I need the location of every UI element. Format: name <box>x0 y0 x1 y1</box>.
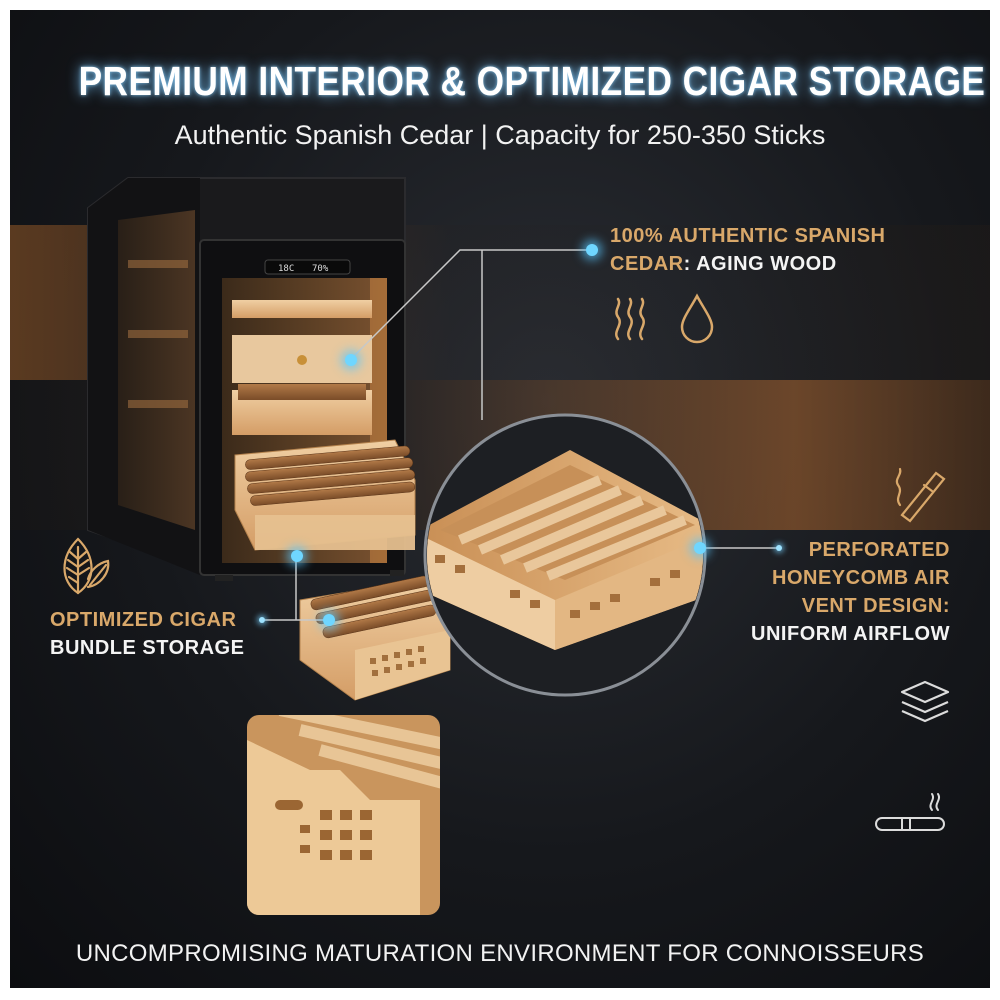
humidor-illustration: 18C 70% <box>87 177 780 915</box>
vent-hotspot <box>694 542 706 554</box>
temp-readout: 18C <box>278 264 294 274</box>
bundle-hotspot <box>323 614 335 626</box>
poster-frame: PREMIUM INTERIOR & OPTIMIZED CIGAR STORA… <box>10 10 990 988</box>
humidity-readout: 70% <box>312 264 329 274</box>
airflow-callout-line2: HONEYCOMB AIR <box>772 567 950 589</box>
airflow-callout-line3: VENT DESIGN: <box>801 595 950 617</box>
cigar-drawer <box>299 575 451 701</box>
leaf-icon <box>63 537 110 595</box>
steam-icon <box>615 297 645 341</box>
drawer-hotspot <box>291 550 303 562</box>
water-drop-icon <box>680 293 714 344</box>
airflow-callout-line4: UNIFORM AIRFLOW <box>751 623 950 645</box>
airflow-callout-line1: PERFORATED <box>808 539 950 561</box>
bundle-callout-line1: OPTIMIZED CIGAR <box>50 609 237 631</box>
bundle-callout-line2: BUNDLE STORAGE <box>50 637 245 659</box>
cedar-hotspot <box>345 354 357 366</box>
airflow-callout: PERFORATED HONEYCOMB AIR VENT DESIGN: UN… <box>751 536 950 648</box>
subheadline: Authentic Spanish Cedar | Capacity for 2… <box>174 120 826 150</box>
cigar-icon <box>875 793 945 831</box>
bundle-callout-dot <box>259 617 265 623</box>
cedar-callout-line1: 100% AUTHENTIC SPANISH <box>610 225 886 247</box>
tray-zoom-circle <box>423 413 707 697</box>
honeycomb-closeup <box>247 715 440 915</box>
bundle-callout: OPTIMIZED CIGAR BUNDLE STORAGE <box>50 606 244 662</box>
connector-lines <box>265 249 780 621</box>
cigar-smoke-icon <box>895 467 946 523</box>
cedar-callout: 100% AUTHENTIC SPANISH CEDAR: AGING WOOD <box>610 222 886 278</box>
cedar-callout-detail: : AGING WOOD <box>683 253 837 275</box>
cedar-callout-keyword: CEDAR <box>610 253 684 275</box>
footer-tagline: UNCOMPROMISING MATURATION ENVIRONMENT FO… <box>75 940 925 967</box>
cedar-callout-dot <box>586 244 598 256</box>
airflow-callout-dot <box>776 545 782 551</box>
headline: PREMIUM INTERIOR & OPTIMIZED CIGAR STORA… <box>78 58 986 104</box>
layers-icon <box>900 680 950 723</box>
cabinet: 18C 70% <box>87 177 416 581</box>
